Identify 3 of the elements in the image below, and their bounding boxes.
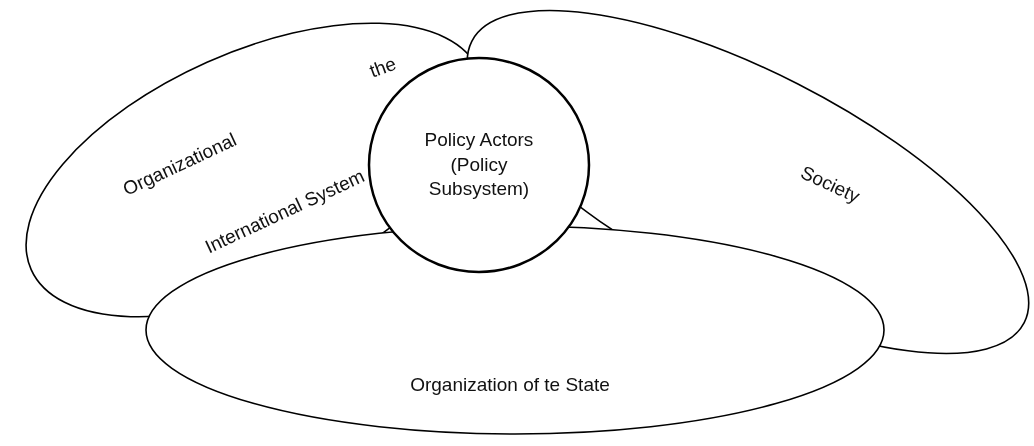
region-label: Policy Actors (Policy Subsystem): [423, 127, 535, 202]
region-label: Organization of te State: [410, 372, 610, 397]
region-label: the: [366, 51, 400, 84]
